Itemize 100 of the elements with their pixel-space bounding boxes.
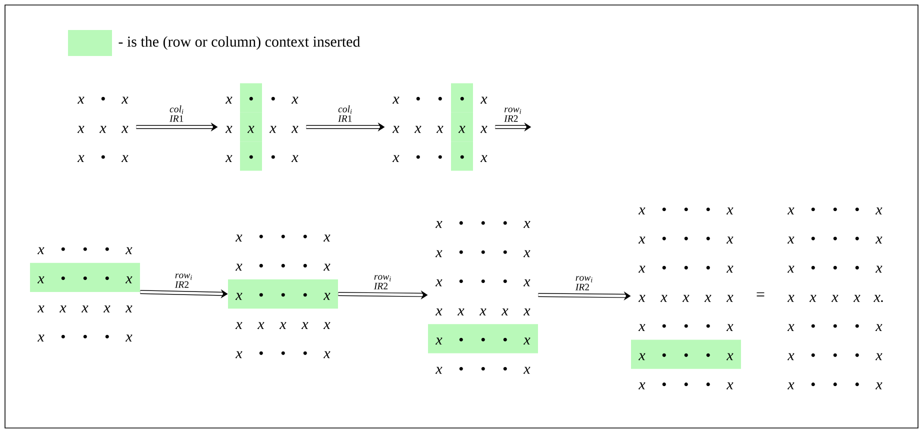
node-label: • [706, 208, 710, 212]
matrix: x • x x x x x • x [78, 96, 128, 162]
node-label: x [125, 306, 132, 312]
node-label: x [479, 308, 486, 316]
node-label: • [481, 250, 485, 254]
matrix: x • • • x x • • • x x • • • x x x x x x x • • • x x • • • x [428, 221, 538, 374]
node-label: • [303, 234, 307, 238]
node-label: • [503, 366, 507, 371]
node-label: x [523, 308, 530, 316]
node-label: x [480, 155, 488, 162]
node-label: • [83, 276, 87, 280]
matrix: x • • • x x x x x x x • • • x [392, 83, 488, 171]
node-label: x [523, 338, 530, 345]
node-label: • [684, 208, 688, 212]
node-label: x [37, 247, 44, 254]
node-label: x [323, 264, 330, 271]
node-label: • [303, 351, 307, 355]
node-label: • [281, 234, 285, 238]
node-label: x [638, 382, 646, 390]
node-label: x [125, 276, 132, 284]
node-label: • [105, 247, 109, 251]
edge-label: $^{row_i}_{IR2}$ [504, 108, 522, 122]
node-label: x [704, 294, 712, 302]
node-label: x [235, 322, 242, 329]
node-label: • [503, 338, 507, 342]
node-label: • [105, 334, 109, 338]
edge-label: $^{col_i}_{IR1}$ [338, 105, 352, 122]
matrix: x • • • x x • • • x x • • • x x x x x x. x • • • x x • • • x x • • • x [787, 207, 883, 390]
node-label: x [125, 247, 132, 254]
node-label: x [81, 306, 88, 312]
node-label: x [301, 322, 308, 329]
node-label: x [291, 126, 298, 133]
node-label: x [480, 126, 488, 133]
node-label: x [435, 250, 442, 258]
node-label: x [235, 292, 242, 300]
node-label: x [103, 306, 110, 312]
node-label: x [235, 264, 242, 271]
node-label: • [503, 250, 507, 254]
node-label: • [662, 266, 666, 270]
node-label: x [638, 236, 646, 244]
node-label: x [435, 279, 442, 286]
node-label: x [225, 126, 232, 133]
equals-sign: = [756, 292, 764, 296]
node-label: • [481, 338, 485, 342]
node-label: • [481, 279, 485, 284]
node-label: • [271, 96, 275, 100]
node-label: x [726, 236, 734, 244]
node-label: • [281, 293, 285, 297]
node-label: • [481, 221, 485, 225]
node-label: x [323, 351, 330, 358]
node-label: x [523, 250, 530, 258]
node-label: x [726, 207, 734, 214]
node-label: x [435, 221, 442, 228]
node-label: x [125, 334, 132, 342]
node-label: • [61, 247, 65, 251]
node-label: • [303, 264, 307, 268]
node-label: x [37, 306, 44, 312]
node-label: • [61, 334, 65, 338]
node-label: • [271, 155, 275, 159]
node-label: • [662, 208, 666, 212]
node-label: • [459, 221, 463, 225]
node-label: • [503, 221, 507, 225]
node-label: x [392, 96, 400, 104]
node-label: x [323, 292, 330, 300]
node-label: • [416, 155, 420, 159]
node-label: • [706, 353, 710, 357]
node-label: • [662, 236, 666, 240]
node-label: • [706, 266, 710, 270]
node-label: • [684, 382, 688, 386]
node-label: • [105, 276, 109, 280]
node-label: x [225, 155, 232, 162]
node-label: • [684, 266, 688, 270]
matrix: x • • • x x • • • x x • • • x x x x x x x • • • x x • • • x x • • • x [631, 207, 741, 390]
node-label: x [247, 126, 254, 133]
node-label: x [235, 234, 242, 242]
node-label: x [235, 351, 242, 358]
matrix: x • • • x x • • • x x x x x x x • • • x [30, 247, 140, 342]
node-label: x [37, 276, 44, 284]
edge-label: $^{row_i}_{IR2}$ [174, 274, 192, 288]
node-label: • [662, 324, 666, 328]
node-label: • [684, 353, 688, 357]
node-label: x [279, 322, 286, 329]
matrix: x • • x x x x x x • • x [226, 83, 298, 171]
node-label: • [259, 351, 263, 355]
node-label: • [684, 324, 688, 328]
node-label: x [37, 334, 44, 342]
node-label: x [638, 266, 646, 273]
node-label: x [501, 308, 508, 316]
matrix: x • • • x x • • • x x • • • x x x x x x x • • • x [228, 234, 338, 358]
edge-label: $^{row_i}_{IR2}$ [575, 276, 592, 290]
node-label: x [59, 306, 66, 312]
node-label: • [416, 96, 420, 100]
node-label: x [269, 126, 276, 133]
node-label: x [682, 294, 690, 302]
node-label: • [249, 155, 253, 159]
node-label: x [523, 279, 530, 286]
node-label: • [438, 96, 442, 100]
node-label: • [706, 236, 710, 240]
node-label: • [459, 366, 463, 371]
node-label: • [662, 353, 666, 357]
